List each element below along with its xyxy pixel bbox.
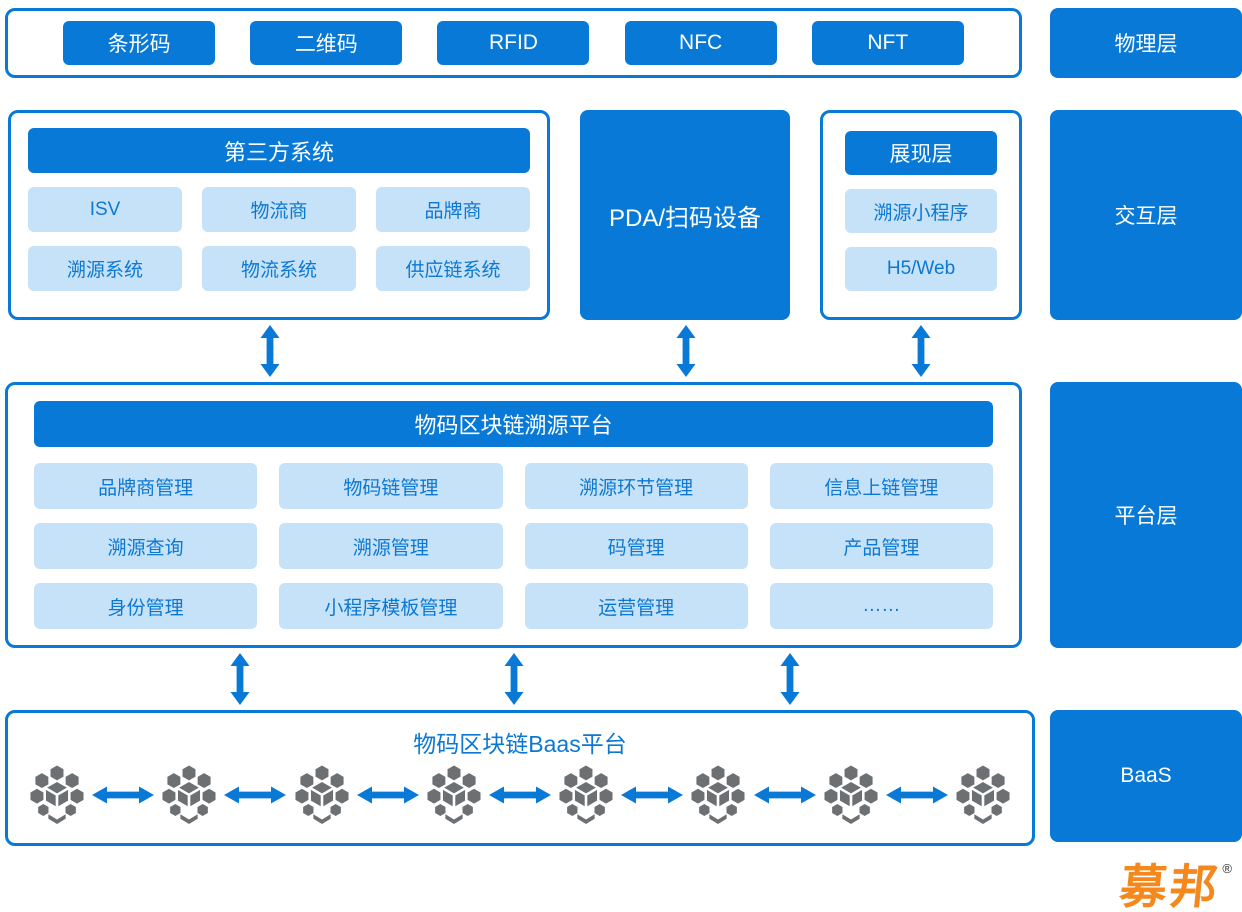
layer-label-interaction: 交互层 (1050, 110, 1242, 320)
platform-chip-more: …… (769, 583, 993, 629)
double-arrow-horizontal-icon (355, 783, 421, 807)
blockchain-node-icon (954, 765, 1012, 825)
physical-layer-group: 条形码 二维码 RFID NFC NFT (5, 8, 1022, 78)
platform-chip-onchain-info-mgmt: 信息上链管理 (769, 463, 993, 509)
physical-item-nft: NFT (811, 21, 964, 65)
layer-label-physical: 物理层 (1050, 8, 1242, 78)
third-party-chip-isv: ISV (28, 187, 182, 232)
platform-chip-trace-mgmt: 溯源管理 (279, 523, 503, 569)
third-party-chip-logistics-provider: 物流商 (202, 187, 356, 232)
blockchain-node-icon (557, 765, 615, 825)
double-arrow-horizontal-icon (884, 783, 950, 807)
presentation-chip-h5web: H5/Web (845, 247, 997, 291)
platform-chip-code-mgmt: 码管理 (524, 523, 748, 569)
platform-box: 物码区块链溯源平台 品牌商管理 物码链管理 溯源环节管理 信息上链管理 溯源查询… (5, 382, 1022, 648)
baas-box: 物码区块链Baas平台 (5, 710, 1035, 846)
third-party-chip-brand-owner: 品牌商 (376, 187, 530, 232)
layer-label-baas: BaaS (1050, 710, 1242, 842)
third-party-chip-trace-system: 溯源系统 (28, 246, 182, 291)
double-arrow-vertical-icon (674, 324, 698, 378)
brand-logo: 募邦 ® (1117, 860, 1232, 912)
physical-item-barcode: 条形码 (63, 21, 216, 65)
third-party-system-header: 第三方系统 (28, 128, 530, 173)
platform-chip-product-mgmt: 产品管理 (769, 523, 993, 569)
double-arrow-vertical-icon (909, 324, 933, 378)
physical-item-qrcode: 二维码 (250, 21, 403, 65)
third-party-chip-grid: ISV 物流商 品牌商 溯源系统 物流系统 供应链系统 (28, 187, 530, 291)
physical-item-rfid: RFID (437, 21, 590, 65)
double-arrow-vertical-icon (502, 652, 526, 706)
pda-scan-device-box: PDA/扫码设备 (580, 110, 790, 320)
double-arrow-vertical-icon (228, 652, 252, 706)
double-arrow-horizontal-icon (90, 783, 156, 807)
platform-chip-identity-mgmt: 身份管理 (34, 583, 258, 629)
third-party-chip-logistics-system: 物流系统 (202, 246, 356, 291)
baas-node-chain (22, 765, 1018, 825)
blockchain-node-icon (822, 765, 880, 825)
platform-chip-trace-step-mgmt: 溯源环节管理 (524, 463, 748, 509)
double-arrow-horizontal-icon (752, 783, 818, 807)
double-arrow-horizontal-icon (619, 783, 685, 807)
blockchain-node-icon (160, 765, 218, 825)
presentation-layer-box: 展现层 溯源小程序 H5/Web (820, 110, 1022, 320)
brand-logo-text: 募邦 (1117, 860, 1224, 912)
double-arrow-vertical-icon (258, 324, 282, 378)
double-arrow-vertical-icon (778, 652, 802, 706)
blockchain-node-icon (425, 765, 483, 825)
baas-title: 物码区块链Baas平台 (413, 731, 627, 757)
registered-mark: ® (1222, 861, 1232, 876)
platform-chip-codechain-mgmt: 物码链管理 (279, 463, 503, 509)
blockchain-node-icon (293, 765, 351, 825)
physical-item-nfc: NFC (624, 21, 777, 65)
layer-label-platform: 平台层 (1050, 382, 1242, 648)
platform-chip-miniprogram-template-mgmt: 小程序模板管理 (279, 583, 503, 629)
double-arrow-horizontal-icon (222, 783, 288, 807)
platform-chip-brand-mgmt: 品牌商管理 (34, 463, 258, 509)
blockchain-node-icon (28, 765, 86, 825)
third-party-chip-supplychain-system: 供应链系统 (376, 246, 530, 291)
blockchain-node-icon (689, 765, 747, 825)
platform-chip-operation-mgmt: 运营管理 (524, 583, 748, 629)
platform-module-grid: 品牌商管理 物码链管理 溯源环节管理 信息上链管理 溯源查询 溯源管理 码管理 … (34, 463, 993, 629)
third-party-system-box: 第三方系统 ISV 物流商 品牌商 溯源系统 物流系统 供应链系统 (8, 110, 550, 320)
platform-chip-trace-query: 溯源查询 (34, 523, 258, 569)
presentation-chip-miniprogram: 溯源小程序 (845, 189, 997, 233)
double-arrow-horizontal-icon (487, 783, 553, 807)
platform-header: 物码区块链溯源平台 (34, 401, 993, 447)
presentation-layer-header: 展现层 (845, 131, 997, 175)
